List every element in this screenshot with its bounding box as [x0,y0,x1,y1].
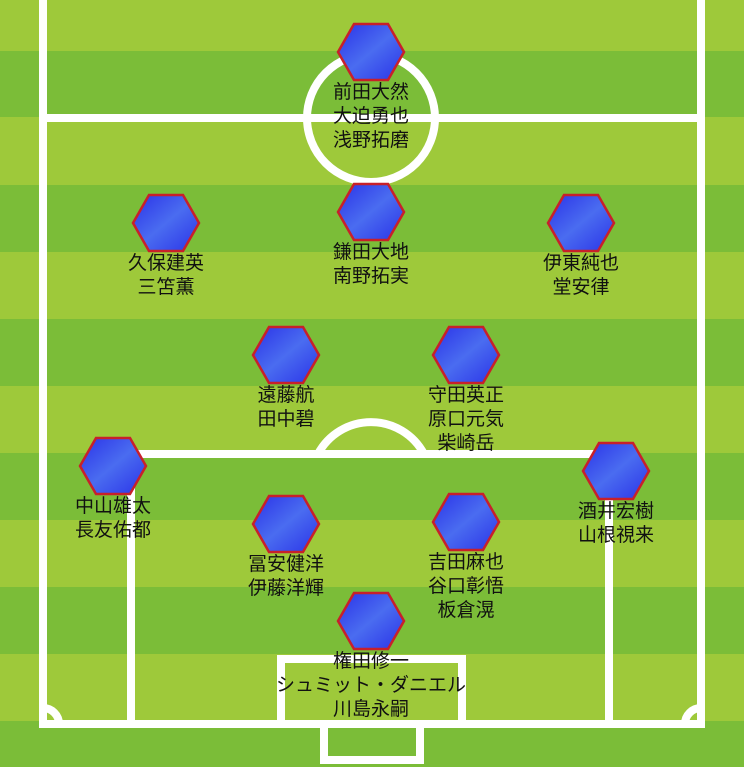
player-names: 久保建英三笘薫 [66,251,266,299]
player-names: 守田英正原口元気柴崎岳 [366,383,566,455]
player-name: 山根視来 [577,524,654,546]
player-name: 久保建英 [127,252,204,274]
player-names: 遠藤航田中碧 [186,383,386,431]
player-position-lb: 中山雄太長友佑都 [13,436,213,542]
player-name: 堂安律 [552,276,610,298]
player-names: 酒井宏樹山根視来 [516,499,716,547]
player-position-cf: 前田大然大迫勇也浅野拓磨 [271,22,471,152]
player-position-gk: 権田修一シュミット・ダニエル川島永嗣 [271,591,471,721]
player-position-cm_l: 遠藤航田中碧 [186,325,386,431]
player-name: 三笘薫 [137,276,195,298]
player-name: 板倉滉 [437,599,495,621]
penalty-arc [314,418,428,456]
player-names: 冨安健洋伊藤洋輝 [186,552,386,600]
player-hexagon-icon [431,492,501,552]
player-hexagon-icon [78,436,148,496]
player-hexagon-icon [431,325,501,385]
player-name: 田中碧 [257,408,315,430]
player-names: 中山雄太長友佑都 [13,494,213,542]
player-position-cb_l: 冨安健洋伊藤洋輝 [186,494,386,600]
player-name: 伊藤洋輝 [247,577,324,599]
player-name: 吉田麻也 [427,551,504,573]
player-name: 柴崎岳 [437,432,495,454]
player-name: 酒井宏樹 [577,500,654,522]
player-names: 権田修一シュミット・ダニエル川島永嗣 [271,649,471,721]
player-names: 伊東純也堂安律 [481,251,681,299]
player-hexagon-icon [336,591,406,651]
player-hexagon-icon [336,182,406,242]
player-name: 長友佑都 [74,519,151,541]
player-name: シュミット・ダニエル [275,674,466,696]
player-name: 中山雄太 [74,495,151,517]
player-name: 南野拓実 [332,265,409,287]
player-name: 冨安健洋 [247,553,324,575]
player-name: 浅野拓磨 [332,129,409,151]
player-names: 吉田麻也谷口彰悟板倉滉 [366,550,566,622]
player-name: 鎌田大地 [332,241,409,263]
player-position-cm_r: 守田英正原口元気柴崎岳 [366,325,566,455]
player-name: 原口元気 [427,408,504,430]
player-position-am: 鎌田大地南野拓実 [271,182,471,288]
player-name: 大迫勇也 [332,105,409,127]
player-names: 鎌田大地南野拓実 [271,240,471,288]
player-name: 前田大然 [332,81,409,103]
player-position-lw: 久保建英三笘薫 [66,193,266,299]
player-hexagon-icon [251,325,321,385]
player-position-rw: 伊東純也堂安律 [481,193,681,299]
player-hexagon-icon [546,193,616,253]
player-position-rb: 酒井宏樹山根視来 [516,441,716,547]
player-hexagon-icon [581,441,651,501]
player-names: 前田大然大迫勇也浅野拓磨 [271,80,471,152]
corner-arc-left [42,704,63,725]
player-name: 遠藤航 [257,384,315,406]
player-hexagon-icon [251,494,321,554]
player-position-cb_r: 吉田麻也谷口彰悟板倉滉 [366,492,566,622]
player-hexagon-icon [336,22,406,82]
player-hexagon-icon [131,193,201,253]
pitch-lines [39,0,705,764]
player-name: 権田修一 [332,650,409,672]
goal [320,720,424,764]
player-name: 伊東純也 [542,252,619,274]
corner-arc-right [681,704,702,725]
player-name: 谷口彰悟 [427,575,504,597]
player-name: 守田英正 [427,384,504,406]
player-name: 川島永嗣 [332,698,409,720]
